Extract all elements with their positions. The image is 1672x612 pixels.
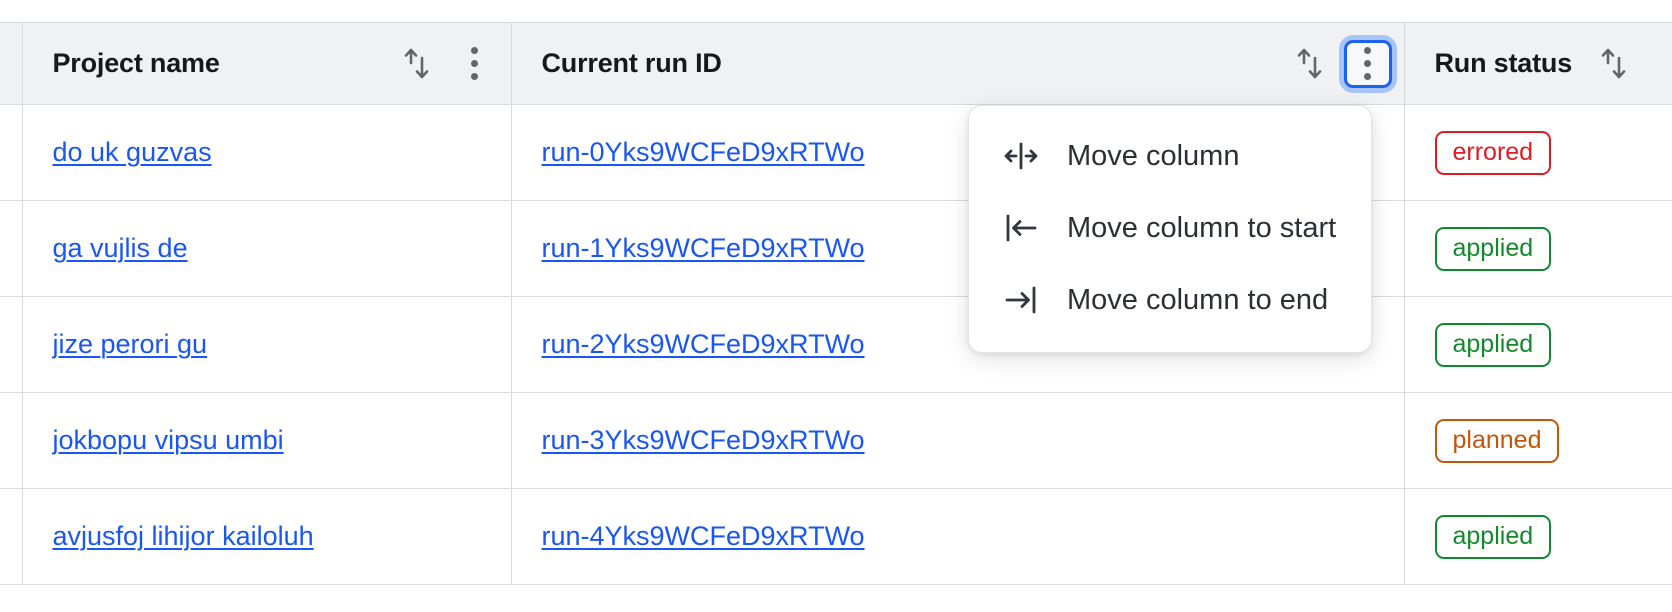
menu-item-move-column-to-start-label: Move column to start xyxy=(1067,211,1337,244)
cell-project-name: jokbopu vipsu umbi xyxy=(22,392,512,489)
project-name-link[interactable]: jokbopu vipsu umbi xyxy=(52,425,284,455)
table-header-row: Project name xyxy=(0,22,1672,105)
table-row: jize perori gu run-2Yks9WCFeD9xRTWo appl… xyxy=(0,296,1672,393)
row-stub-cell xyxy=(0,296,23,393)
menu-item-move-column-label: Move column xyxy=(1067,139,1240,172)
column-context-menu: Move column Move column to start Move co… xyxy=(968,105,1372,353)
column-header-run-status-label: Run status xyxy=(1434,48,1573,78)
project-name-link[interactable]: jize perori gu xyxy=(52,329,208,359)
run-id-link[interactable]: run-2Yks9WCFeD9xRTWo xyxy=(541,329,865,359)
table-row: avjusfoj lihijor kailoluh run-4Yks9WCFeD… xyxy=(0,488,1672,585)
sort-arrows-icon-current-run-id[interactable] xyxy=(1290,43,1330,85)
run-id-link[interactable]: run-0Yks9WCFeD9xRTWo xyxy=(541,137,865,167)
column-header-current-run-id[interactable]: Current run ID xyxy=(511,22,1405,105)
cell-project-name: do uk guzvas xyxy=(22,104,512,201)
column-menu-button-current-run-id[interactable] xyxy=(1343,39,1392,88)
menu-item-move-column-to-end-label: Move column to end xyxy=(1067,283,1329,316)
column-header-current-run-id-label: Current run ID xyxy=(541,48,722,78)
table-body: do uk guzvas run-0Yks9WCFeD9xRTWo errore… xyxy=(0,104,1672,585)
projects-table: Project name xyxy=(0,22,1672,585)
row-stub-cell xyxy=(0,200,23,297)
sort-arrows-icon-run-status[interactable] xyxy=(1594,43,1634,85)
table-row: jokbopu vipsu umbi run-3Yks9WCFeD9xRTWo … xyxy=(0,392,1672,489)
run-id-link[interactable]: run-1Yks9WCFeD9xRTWo xyxy=(541,233,865,263)
project-name-link[interactable]: do uk guzvas xyxy=(52,137,212,167)
run-id-link[interactable]: run-3Yks9WCFeD9xRTWo xyxy=(541,425,865,455)
move-column-icon xyxy=(999,141,1043,171)
column-header-stub xyxy=(0,22,23,105)
cell-current-run-id: run-3Yks9WCFeD9xRTWo xyxy=(511,392,1405,489)
column-header-project-name-label: Project name xyxy=(52,48,220,78)
cell-run-status: errored xyxy=(1404,104,1672,201)
project-name-link[interactable]: avjusfoj lihijor kailoluh xyxy=(52,521,314,551)
project-name-link[interactable]: ga vujlis de xyxy=(52,233,188,263)
column-menu-button-project-name[interactable] xyxy=(451,40,499,88)
status-badge: errored xyxy=(1434,130,1552,175)
cell-project-name: jize perori gu xyxy=(22,296,512,393)
menu-item-move-column-to-start[interactable]: Move column to start xyxy=(969,192,1371,264)
menu-item-move-column[interactable]: Move column xyxy=(969,120,1371,192)
status-badge: applied xyxy=(1434,514,1552,559)
move-column-to-end-icon xyxy=(999,285,1043,315)
table-row: do uk guzvas run-0Yks9WCFeD9xRTWo errore… xyxy=(0,104,1672,201)
table-header: Project name xyxy=(0,22,1672,105)
cell-run-status: planned xyxy=(1404,392,1672,489)
run-id-link[interactable]: run-4Yks9WCFeD9xRTWo xyxy=(541,521,865,551)
row-stub-cell xyxy=(0,392,23,489)
cell-run-status: applied xyxy=(1404,488,1672,585)
cell-run-status: applied xyxy=(1404,200,1672,297)
cell-project-name: avjusfoj lihijor kailoluh xyxy=(22,488,512,585)
column-header-project-name[interactable]: Project name xyxy=(22,22,512,105)
table-row: ga vujlis de run-1Yks9WCFeD9xRTWo applie… xyxy=(0,200,1672,297)
cell-run-status: applied xyxy=(1404,296,1672,393)
move-column-to-start-icon xyxy=(999,213,1043,243)
column-header-run-status[interactable]: Run status xyxy=(1404,22,1672,105)
status-badge: applied xyxy=(1434,322,1552,367)
sort-arrows-icon-project-name[interactable] xyxy=(397,43,437,85)
row-stub-cell xyxy=(0,104,23,201)
menu-item-move-column-to-end[interactable]: Move column to end xyxy=(969,264,1371,336)
cell-project-name: ga vujlis de xyxy=(22,200,512,297)
kebab-menu-icon xyxy=(1364,47,1371,80)
status-badge: applied xyxy=(1434,226,1552,271)
cell-current-run-id: run-4Yks9WCFeD9xRTWo xyxy=(511,488,1405,585)
status-badge: planned xyxy=(1434,418,1560,463)
kebab-menu-icon xyxy=(471,47,478,80)
row-stub-cell xyxy=(0,488,23,585)
